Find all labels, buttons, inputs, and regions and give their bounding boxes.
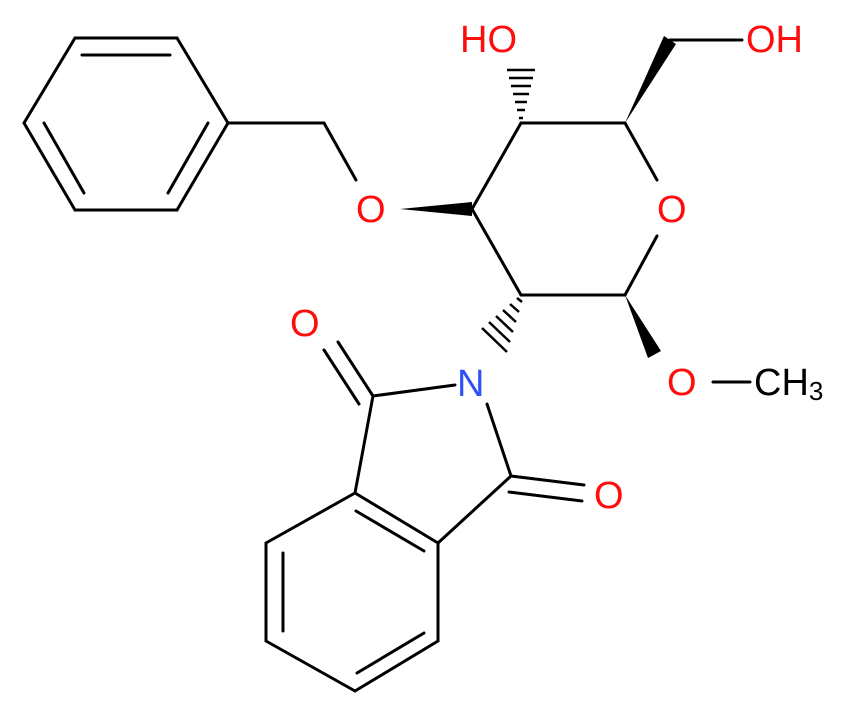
bond xyxy=(353,639,440,693)
wedge-bond xyxy=(400,202,472,216)
atom-label-ho: HO xyxy=(460,19,517,61)
atom-label-o-carbonyl-top: O xyxy=(290,303,320,345)
bond xyxy=(166,121,210,195)
bond xyxy=(353,394,375,495)
bond xyxy=(485,402,513,478)
hashed-wedge-bond xyxy=(507,68,535,120)
bond xyxy=(509,474,586,487)
bond xyxy=(355,631,426,675)
atom-label-oh: OH xyxy=(746,19,803,61)
atom-label-o-methoxy: O xyxy=(667,362,697,404)
atom-label-subscript-3: 3 xyxy=(809,376,823,406)
bond xyxy=(22,36,77,125)
bond xyxy=(623,234,659,297)
phenyl-ring xyxy=(22,36,230,212)
atom-label-ch: CH xyxy=(754,362,809,404)
bond xyxy=(623,121,659,182)
wedge-bond xyxy=(625,295,661,358)
hashed-wedge-bond xyxy=(481,297,523,353)
atom-label-o-benzyloxy: O xyxy=(356,189,386,231)
bond xyxy=(371,383,457,398)
bond xyxy=(175,36,230,125)
bond xyxy=(470,207,523,297)
bond xyxy=(264,491,357,545)
pyranose-ring xyxy=(470,121,659,297)
bond xyxy=(353,491,440,545)
bond xyxy=(470,121,523,211)
atom-label-o-ring: O xyxy=(657,189,687,231)
bond xyxy=(354,509,426,553)
bond xyxy=(436,474,513,545)
atom-label-n: N xyxy=(457,363,484,405)
bond xyxy=(336,340,375,398)
bond xyxy=(175,121,230,212)
bond xyxy=(322,348,361,406)
bond xyxy=(507,490,584,503)
atom-label-o-carbonyl-bottom: O xyxy=(594,475,624,517)
wedge-bond xyxy=(625,36,676,123)
bond xyxy=(42,121,86,195)
bond xyxy=(322,121,358,182)
bond xyxy=(264,639,357,693)
bond xyxy=(22,121,77,212)
phthalimide-group xyxy=(264,340,586,693)
atom-label-ch3: CH3 xyxy=(754,362,823,406)
